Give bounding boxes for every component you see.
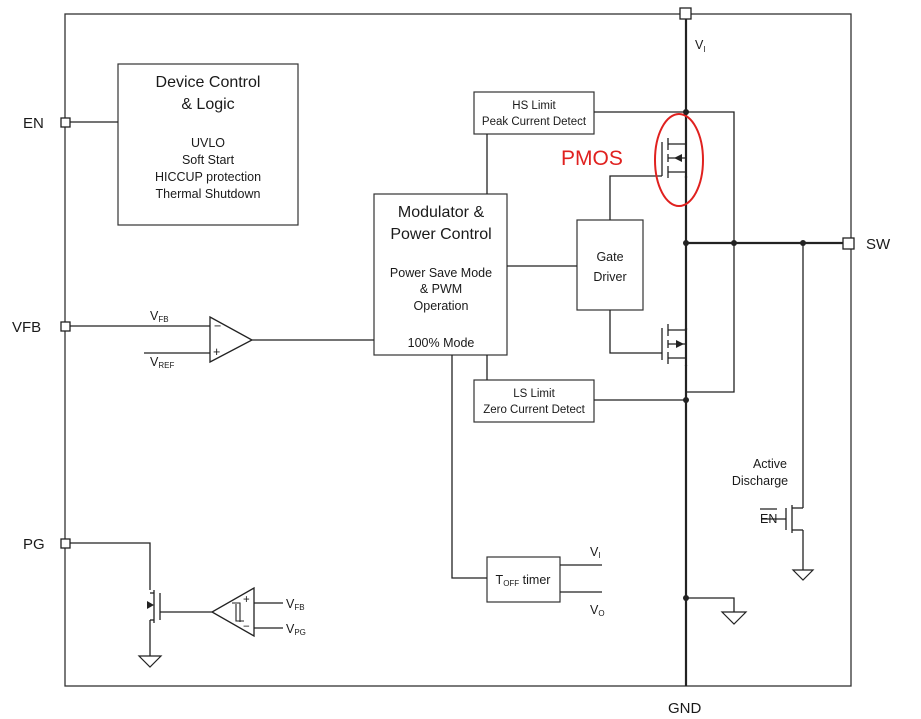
ls-limit-block (473, 379, 595, 423)
comparator-plus-sign: + (213, 345, 220, 359)
pg-pin-label: PG (23, 536, 45, 553)
pg-vpg-label: VPG (286, 622, 306, 637)
active-discharge-label-2: Discharge (732, 474, 788, 488)
modulator-mode: 100% Mode (408, 336, 475, 350)
device-control-title-1: Device Control (156, 74, 261, 91)
modulator-line-3: Operation (414, 299, 469, 313)
pmos-highlight-circle (654, 113, 704, 207)
sw-node-dot (683, 240, 689, 246)
hs-limit-block (473, 91, 595, 135)
hs-limit-line-1: HS Limit (512, 100, 556, 112)
ls-sense-node-dot (683, 397, 689, 403)
vref-signal-label: VREF (150, 355, 174, 370)
modulator-line-2: & PWM (420, 282, 462, 296)
gnd-ground-symbol (720, 611, 748, 625)
toff-vi-label: VI (590, 545, 601, 560)
discharge-ground-symbol (791, 569, 815, 581)
gnd-node-dot (683, 595, 689, 601)
toff-vo-label: VO (590, 603, 605, 618)
toff-timer-block (486, 556, 561, 603)
gate-driver-block (576, 219, 644, 311)
ls-limit-line-2: Zero Current Detect (483, 404, 585, 416)
pg-nmos-transistor (147, 590, 161, 623)
chip-boundary (64, 13, 852, 687)
sw-pin (842, 237, 855, 250)
device-control-block (117, 63, 299, 226)
toff-timer-label: TOFF timer (496, 573, 551, 588)
gnd-ground-wire (686, 597, 735, 612)
pg-ground-symbol (137, 655, 163, 668)
gate-driver-line-2: Driver (593, 270, 626, 284)
pg-hysteresis-comparator (210, 586, 255, 638)
device-control-item-hiccup: HICCUP protection (155, 170, 261, 184)
modulator-block (373, 193, 508, 356)
vfb-comparator (209, 315, 254, 364)
sense-loop-wire (687, 111, 735, 393)
modulator-title-2: Power Control (390, 226, 491, 243)
pg-pin (60, 538, 71, 549)
comparator-minus-sign: − (214, 319, 221, 333)
vfb-signal-label: VFB (150, 309, 169, 324)
pg-comp-plus-sign: + (243, 594, 250, 606)
modulator-title-1: Modulator & (398, 204, 485, 221)
pmos-annotation-label: PMOS (561, 147, 623, 170)
pg-vfb-label: VFB (286, 597, 305, 612)
discharge-en-bar-label: EN (760, 512, 777, 526)
en-pin-label: EN (23, 115, 44, 132)
modulator-line-1: Power Save Mode (390, 266, 492, 280)
device-control-item-softstart: Soft Start (182, 153, 235, 167)
hs-limit-line-2: Peak Current Detect (482, 116, 587, 128)
pg-wire (70, 542, 151, 590)
hs-pmos-transistor (661, 138, 688, 178)
hysteresis-icon (232, 602, 244, 622)
en-pin (60, 117, 71, 128)
ls-limit-line-1: LS Limit (513, 388, 555, 400)
hs-sense-node-dot (683, 109, 689, 115)
gate-driver-line-1: Gate (596, 250, 623, 264)
vfb-pin (60, 321, 71, 332)
vfb-pin-label: VFB (12, 319, 41, 336)
device-control-item-thermal: Thermal Shutdown (156, 187, 261, 201)
hs-gate-wire (609, 175, 662, 220)
ls-gate-wire (609, 310, 662, 354)
vi-pin-label: VI (695, 38, 706, 54)
active-discharge-label-1: Active (753, 457, 787, 471)
device-control-item-uvlo: UVLO (191, 136, 225, 150)
vi-pin (679, 7, 692, 20)
device-control-title-2: & Logic (181, 96, 234, 113)
modulator-to-toff-wire (451, 355, 487, 579)
sw-pin-label: SW (866, 236, 891, 253)
discharge-nmos-transistor (761, 505, 803, 533)
ls-nmos-transistor (661, 324, 688, 366)
sw-sense-dot (731, 240, 737, 246)
pg-comp-minus-sign: − (243, 621, 250, 633)
gnd-pin-label: GND (668, 700, 702, 717)
